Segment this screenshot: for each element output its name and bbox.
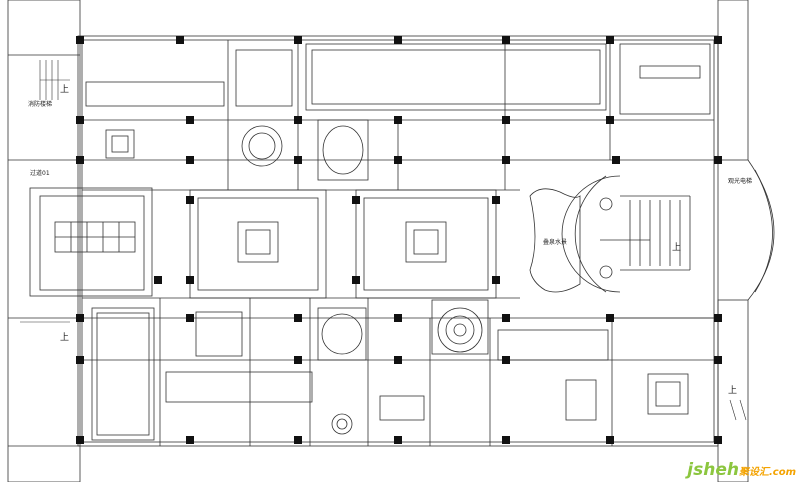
watermark-logo: jsheh聚设汇.com bbox=[687, 460, 796, 480]
up-label-left-top: 上 bbox=[60, 85, 70, 95]
elevator-label: 观光电梯 bbox=[728, 178, 753, 185]
corridor-label: 过道01 bbox=[30, 170, 50, 177]
up-label-left-bottom: 上 bbox=[60, 333, 70, 343]
square-tables bbox=[105, 129, 689, 421]
walls bbox=[7, 0, 749, 482]
round-tables bbox=[241, 125, 483, 435]
fountain-label: 叠泉水景 bbox=[543, 239, 568, 246]
up-label-right: 上 bbox=[728, 386, 738, 396]
watermark-cn: 聚设汇 bbox=[738, 467, 769, 478]
fire-stair-label: 消防楼梯 bbox=[28, 101, 53, 108]
stair-fountain bbox=[529, 159, 775, 301]
columns bbox=[76, 36, 722, 444]
watermark-brand: jsheh bbox=[687, 460, 739, 480]
watermark-domain: .com bbox=[768, 467, 796, 478]
stair-hatch bbox=[20, 60, 747, 421]
up-label-stair: 上 bbox=[672, 243, 682, 253]
